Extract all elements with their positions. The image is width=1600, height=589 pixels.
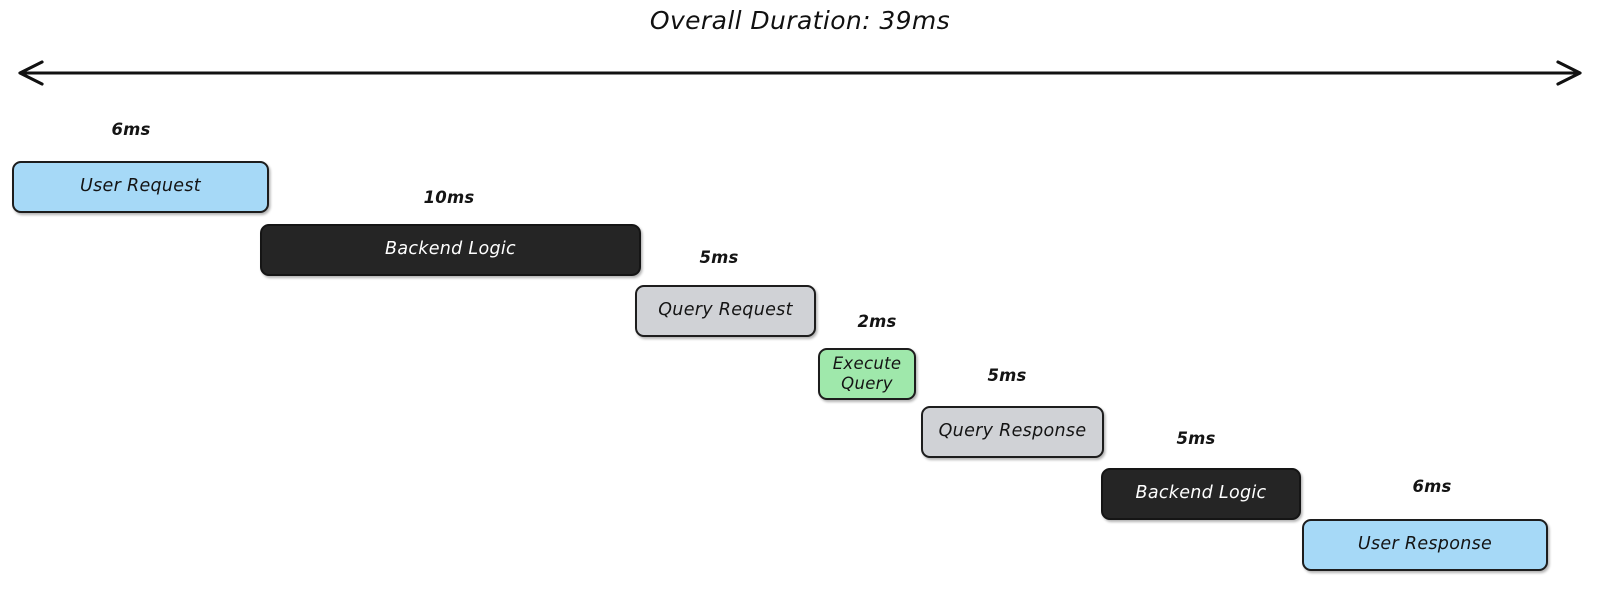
segment-user-request[interactable]: User Request bbox=[12, 161, 269, 213]
segment-execute-query[interactable]: Execute Query bbox=[818, 348, 916, 400]
segment-backend-logic-2[interactable]: Backend Logic bbox=[1101, 468, 1301, 520]
segment-query-response[interactable]: Query Response bbox=[921, 406, 1104, 458]
segment-query-request[interactable]: Query Request bbox=[635, 285, 816, 337]
duration-label-backend-logic-2: 5ms bbox=[1176, 429, 1216, 448]
timeline-axis-arrow bbox=[18, 60, 1582, 86]
duration-label-user-request: 6ms bbox=[111, 120, 151, 139]
duration-label-query-response: 5ms bbox=[987, 366, 1027, 385]
duration-label-user-response: 6ms bbox=[1412, 477, 1452, 496]
duration-label-execute-query: 2ms bbox=[857, 312, 897, 331]
duration-label-backend-logic-1: 10ms bbox=[423, 188, 475, 207]
segment-user-response[interactable]: User Response bbox=[1302, 519, 1548, 571]
segment-backend-logic-1[interactable]: Backend Logic bbox=[260, 224, 641, 276]
page-title: Overall Duration: 39ms bbox=[649, 6, 951, 35]
duration-label-query-request: 5ms bbox=[699, 248, 739, 267]
